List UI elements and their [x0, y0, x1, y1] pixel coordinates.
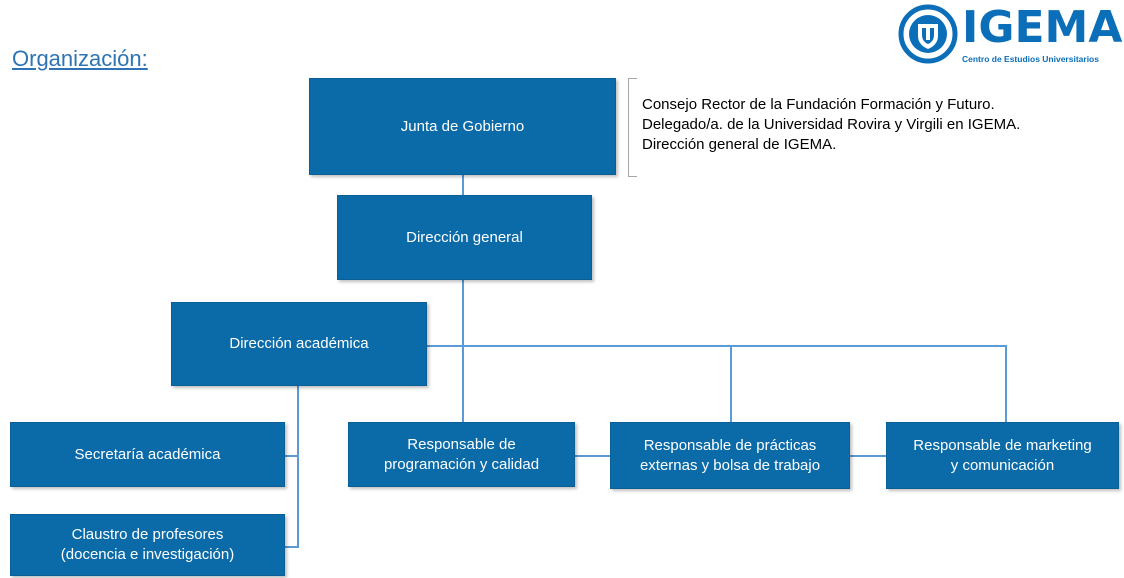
junta-member: Dirección general de IGEMA. [642, 136, 837, 153]
junta-member: Delegado/a. de la Universidad Rovira y V… [642, 116, 1021, 133]
connector-direccion-programacion [462, 280, 464, 422]
node-secretaria-academica: Secretaría académica [10, 422, 285, 487]
node-claustro-profesores: Claustro de profesores (docencia e inves… [10, 514, 285, 576]
connector-academica-horizontal [427, 345, 1007, 347]
junta-member: Consejo Rector de la Fundación Formación… [642, 96, 995, 113]
node-junta-de-gobierno: Junta de Gobierno [309, 78, 616, 175]
connector-junta-direccion [462, 175, 464, 195]
igema-logo: IGEMA Centro de Estudios Universitarios [898, 2, 1124, 64]
junta-members-list: Consejo Rector de la Fundación Formación… [642, 95, 1020, 155]
node-marketing-comunicacion: Responsable de marketing y comunicación [886, 422, 1119, 489]
igema-shield-icon [898, 4, 958, 64]
connector-programacion-practicas [575, 455, 610, 457]
connector-to-marketing [1005, 345, 1007, 422]
connector-to-practicas [730, 345, 732, 422]
node-programacion-calidad: Responsable de programación y calidad [348, 422, 575, 487]
logo-wordmark: IGEMA [962, 2, 1123, 53]
page-title: Organización: [12, 46, 148, 71]
connector-academica-down [297, 386, 299, 548]
connector-to-claustro [285, 546, 299, 548]
node-practicas-bolsa: Responsable de prácticas externas y bols… [610, 422, 850, 489]
logo-subtitle: Centro de Estudios Universitarios [962, 54, 1099, 64]
junta-members-bracket [628, 78, 637, 177]
connector-to-secretaria [285, 455, 299, 457]
node-direccion-general: Dirección general [337, 195, 592, 280]
connector-practicas-marketing [850, 455, 886, 457]
node-direccion-academica: Dirección académica [171, 302, 427, 386]
